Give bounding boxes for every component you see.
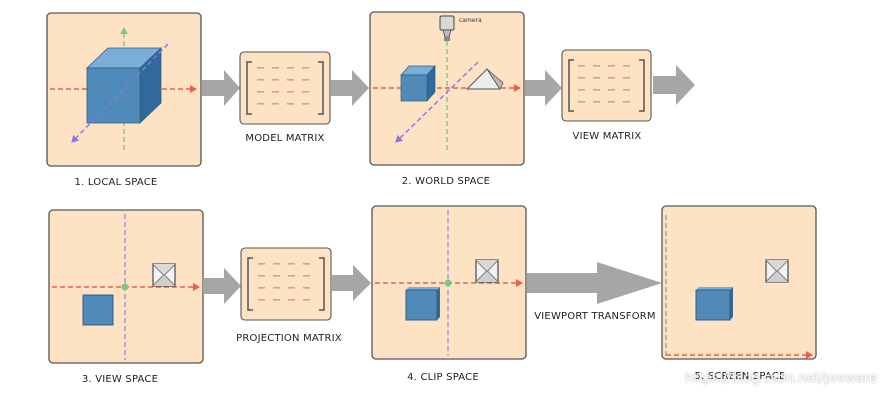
arrow-local-to-model: [202, 70, 240, 106]
pyramid-world: [465, 68, 504, 90]
label-projection-matrix: PROJECTION MATRIX: [236, 333, 342, 344]
view-matrix: [561, 49, 652, 122]
label-camera: camera: [459, 17, 482, 24]
label-clip-space: 4. CLIP SPACE: [407, 372, 479, 383]
label-world-space: 2. WORLD SPACE: [401, 176, 491, 187]
panel-screen-space: [661, 205, 817, 360]
camera-icon: [439, 15, 455, 41]
cube-view: [82, 294, 114, 326]
pyramid-view-box: [152, 263, 176, 287]
projection-matrix: [240, 247, 332, 321]
label-view-space: 3. VIEW SPACE: [81, 374, 159, 385]
label-local-space: 1. LOCAL SPACE: [74, 177, 158, 188]
arrow-view-to-projection: [203, 268, 241, 304]
panel-local-space: [46, 12, 202, 167]
pyramid-screen-box: [765, 259, 789, 283]
cube-clip: [405, 287, 440, 321]
arrow-viewport-transform: [527, 262, 662, 304]
label-screen-space: 5. SCREEN SPACE: [694, 371, 786, 382]
arrow-projection-to-clip: [332, 265, 371, 301]
arrow-model-to-world: [331, 70, 369, 106]
cube-local: [86, 47, 162, 124]
label-view-matrix: VIEW MATRIX: [572, 131, 642, 142]
panel-view-space: [48, 209, 204, 364]
model-matrix: [239, 51, 331, 125]
arrow-view-matrix-out: [653, 65, 695, 105]
arrow-world-to-view-matrix: [525, 70, 562, 106]
panel-clip-space: [371, 205, 527, 360]
cube-world: [400, 65, 436, 102]
pyramid-clip-box: [475, 259, 499, 283]
label-viewport-transform: VIEWPORT TRANSFORM: [534, 311, 656, 322]
cube-screen: [695, 287, 733, 321]
label-model-matrix: MODEL MATRIX: [245, 133, 325, 144]
watermark: https://blog.csdn.net/proware: [685, 371, 877, 386]
panel-world-space: [369, 11, 525, 166]
